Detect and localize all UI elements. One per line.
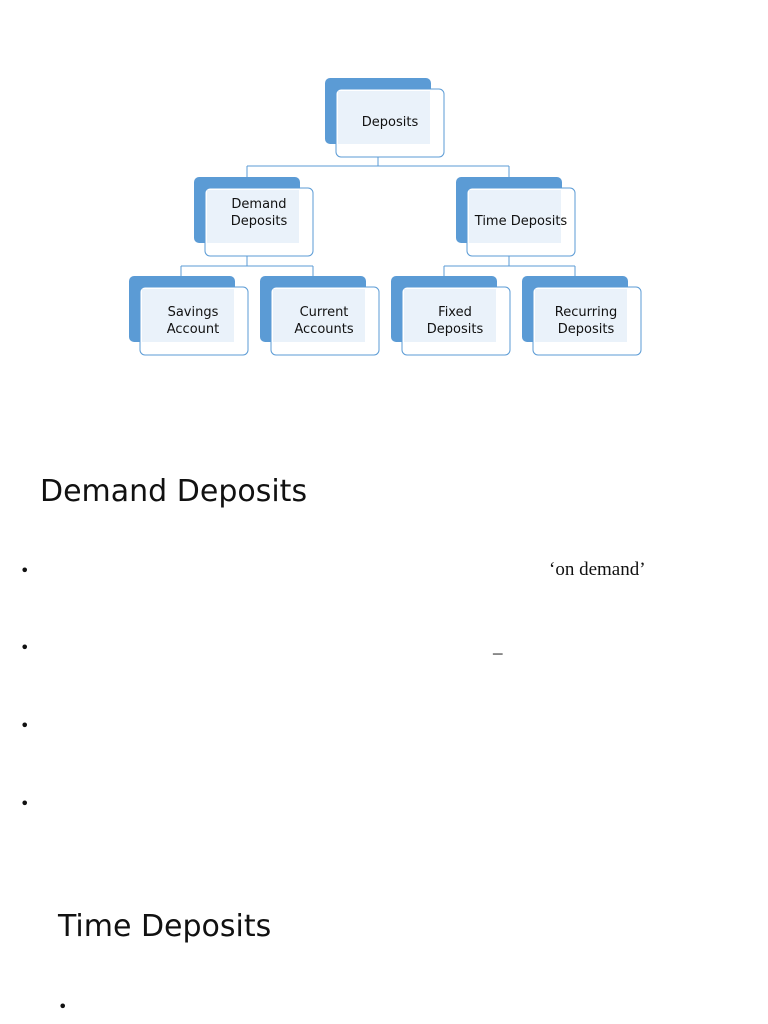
node-deposits-label: Deposits: [362, 115, 419, 130]
time-deposits-heading: Time Deposits: [58, 909, 272, 944]
node-time-label: Time Deposits: [474, 214, 568, 229]
node-demand-deposits: Demand Deposits: [194, 177, 314, 257]
dash-mark: _: [493, 636, 503, 657]
connector-lines: [180, 157, 576, 276]
node-savings-line1: Savings: [168, 305, 219, 320]
node-fixed-line2: Deposits: [427, 322, 484, 337]
node-savings-line2: Account: [167, 322, 220, 337]
node-fixed-deposits: Fixed Deposits: [391, 276, 511, 356]
node-demand-line1: Demand: [231, 197, 286, 212]
node-recurring-deposits: Recurring Deposits: [522, 276, 642, 356]
demand-deposits-heading: Demand Deposits: [40, 474, 308, 509]
node-time-deposits: Time Deposits: [456, 177, 576, 257]
node-recurring-line2: Deposits: [558, 322, 615, 337]
bullet-5: •: [58, 997, 68, 1016]
node-savings-account: Savings Account: [129, 276, 249, 356]
bullet-2: •: [20, 638, 30, 657]
node-current-accounts: Current Accounts: [260, 276, 380, 356]
on-demand-text: ‘on demand’: [549, 559, 646, 580]
bullet-3: •: [20, 716, 30, 735]
node-current-line1: Current: [300, 305, 349, 320]
deposits-org-chart: Deposits Demand Deposits Time Deposits S…: [129, 78, 642, 356]
node-fixed-line1: Fixed: [438, 305, 472, 320]
bullet-4: •: [20, 794, 30, 813]
node-deposits: Deposits: [325, 78, 445, 158]
node-current-line2: Accounts: [294, 322, 353, 337]
node-recurring-line1: Recurring: [555, 305, 617, 320]
bullet-1: •: [20, 561, 30, 580]
node-demand-line2: Deposits: [231, 214, 288, 229]
